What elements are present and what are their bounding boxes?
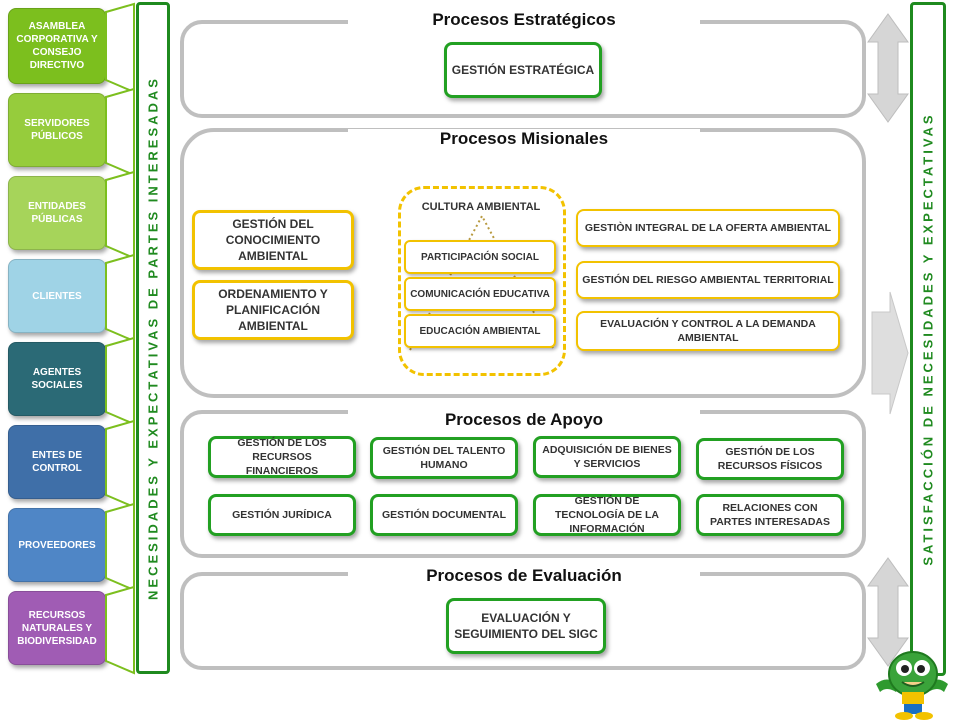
stakeholder-relations-box: RELACIONES CON PARTES INTERESADAS	[696, 494, 844, 536]
social-participation-box: PARTICIPACIÓN SOCIAL	[404, 240, 556, 274]
educational-communication-box: COMUNICACIÓN EDUCATIVA	[404, 277, 556, 311]
double-arrow-icon	[867, 13, 909, 123]
legal-management-box: GESTIÓN JURÍDICA	[208, 494, 356, 536]
double-arrow-icon-bottom	[867, 557, 909, 667]
demand-control-box: EVALUACIÓN Y CONTROL A LA DEMANDA AMBIEN…	[576, 311, 840, 351]
stakeholder-clientes: CLIENTES	[8, 259, 106, 333]
strategic-management-box: GESTIÓN ESTRATÉGICA	[444, 42, 602, 98]
stakeholder-agentes: AGENTES SOCIALES	[8, 342, 106, 416]
evaluation-sigc-box: EVALUACIÓN Y SEGUIMIENTO DEL SIGC	[446, 598, 606, 654]
stakeholder-entidades: ENTIDADES PÚBLICAS	[8, 176, 106, 250]
it-management-box: GESTIÓN DE TECNOLOGÍA DE LA INFORMACIÓN	[533, 494, 681, 536]
stakeholder-proveedores: PROVEEDORES	[8, 508, 106, 582]
left-needs-text: NECESIDADES Y EXPECTATIVAS DE PARTES INT…	[145, 76, 161, 600]
stakeholder-recursos: RECURSOS NATURALES Y BIODIVERSIDAD	[8, 591, 106, 665]
physical-resources-box: GESTIÓN DE LOS RECURSOS FÍSICOS	[696, 438, 844, 480]
culture-title: CULTURA AMBIENTAL	[421, 201, 541, 213]
environmental-education-box: EDUCACIÓN AMBIENTAL	[404, 314, 556, 348]
knowledge-management-box: GESTIÓN DEL CONOCIMIENTO AMBIENTAL	[192, 210, 354, 270]
mascot-icon	[876, 651, 948, 720]
risk-management-box: GESTIÓN DEL RIESGO AMBIENTAL TERRITORIAL	[576, 261, 840, 299]
stakeholder-servidores: SERVIDORES PÚBLICOS	[8, 93, 106, 167]
stakeholder-entes: ENTES DE CONTROL	[8, 425, 106, 499]
missional-title: Procesos Misionales	[348, 129, 700, 149]
financial-resources-box: GESTIÓN DE LOS RECURSOS FINANCIEROS	[208, 436, 356, 478]
procurement-box: ADQUISICIÓN DE BIENES Y SERVICIOS	[533, 436, 681, 478]
right-satisfaction-bar: SATISFACCIÓN DE NECESIDADES Y EXPECTATIV…	[910, 2, 946, 676]
evaluation-title: Procesos de Evaluación	[348, 566, 700, 586]
document-management-box: GESTIÓN DOCUMENTAL	[370, 494, 518, 536]
arrow-right-icon	[871, 291, 909, 415]
stakeholder-connectors	[105, 2, 135, 675]
culture-dashed-frame	[398, 186, 566, 376]
right-satisfaction-text: SATISFACCIÓN DE NECESIDADES Y EXPECTATIV…	[920, 112, 936, 566]
left-needs-bar: NECESIDADES Y EXPECTATIVAS DE PARTES INT…	[136, 2, 170, 674]
integral-offer-box: GESTIÒN INTEGRAL DE LA OFERTA AMBIENTAL	[576, 209, 840, 247]
human-talent-box: GESTIÓN DEL TALENTO HUMANO	[370, 437, 518, 479]
stakeholder-asamblea: ASAMBLEA CORPORATIVA Y CONSEJO DIRECTIVO	[8, 8, 106, 84]
support-title: Procesos de Apoyo	[348, 410, 700, 430]
territorial-planning-box: ORDENAMIENTO Y PLANIFICACIÓN AMBIENTAL	[192, 280, 354, 340]
strategic-title: Procesos Estratégicos	[348, 10, 700, 30]
